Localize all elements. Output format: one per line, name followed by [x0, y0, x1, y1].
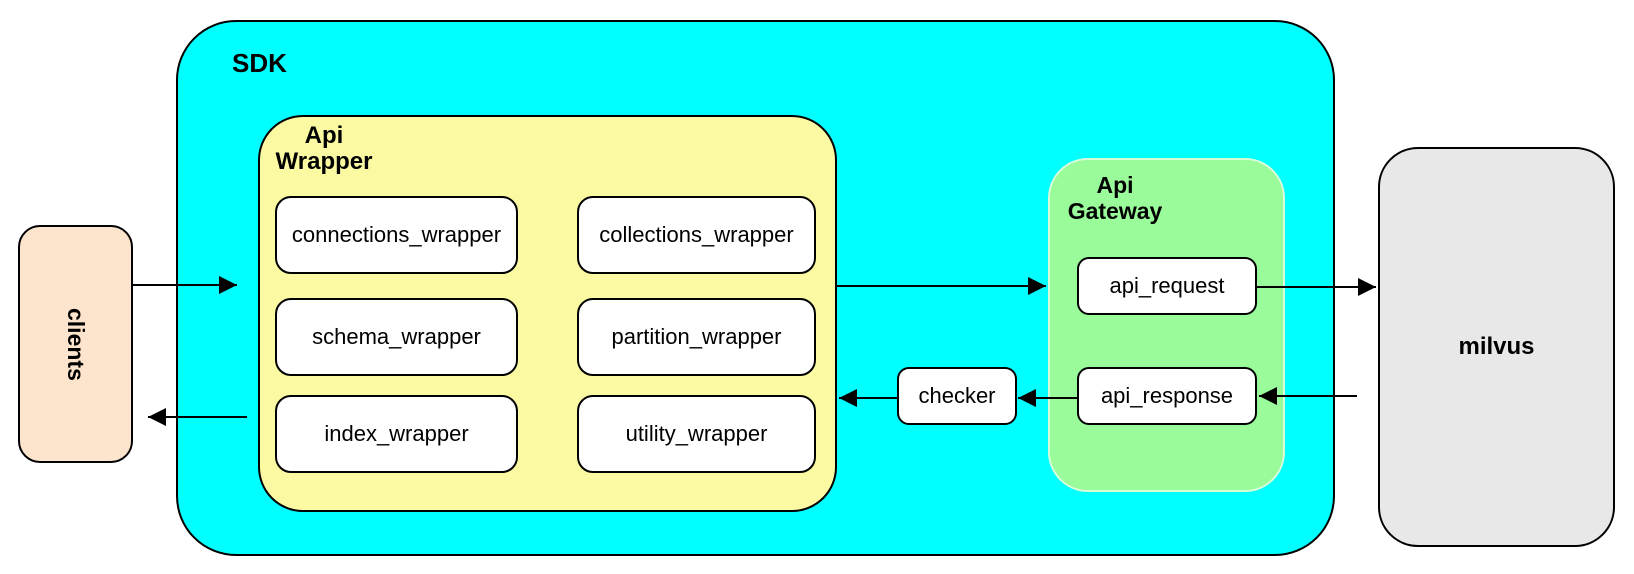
- node-index-wrapper: index_wrapper: [275, 395, 518, 473]
- clients-label: clients: [63, 307, 89, 381]
- node-partition-wrapper: partition_wrapper: [577, 298, 816, 376]
- milvus-label: milvus: [1458, 333, 1535, 360]
- node-schema-wrapper: schema_wrapper: [275, 298, 518, 376]
- api-wrapper-container: Api Wrapper connections_wrapper collecti…: [258, 115, 837, 512]
- sdk-label: SDK: [232, 48, 287, 78]
- checker-node: checker: [897, 367, 1017, 425]
- node-connections-wrapper: connections_wrapper: [275, 196, 518, 274]
- clients-node: clients: [18, 225, 133, 463]
- node-collections-wrapper: collections_wrapper: [577, 196, 816, 274]
- milvus-node: milvus: [1378, 147, 1615, 547]
- node-api-response: api_response: [1077, 367, 1257, 425]
- node-utility-wrapper: utility_wrapper: [577, 395, 816, 473]
- node-api-request: api_request: [1077, 257, 1257, 315]
- sdk-container: SDK Api Wrapper connections_wrapper coll…: [176, 20, 1335, 556]
- api-wrapper-label: Api Wrapper: [275, 122, 373, 175]
- api-gateway-label: Api Gateway: [1067, 172, 1163, 224]
- api-gateway-container: Api Gateway api_request api_response: [1048, 158, 1285, 492]
